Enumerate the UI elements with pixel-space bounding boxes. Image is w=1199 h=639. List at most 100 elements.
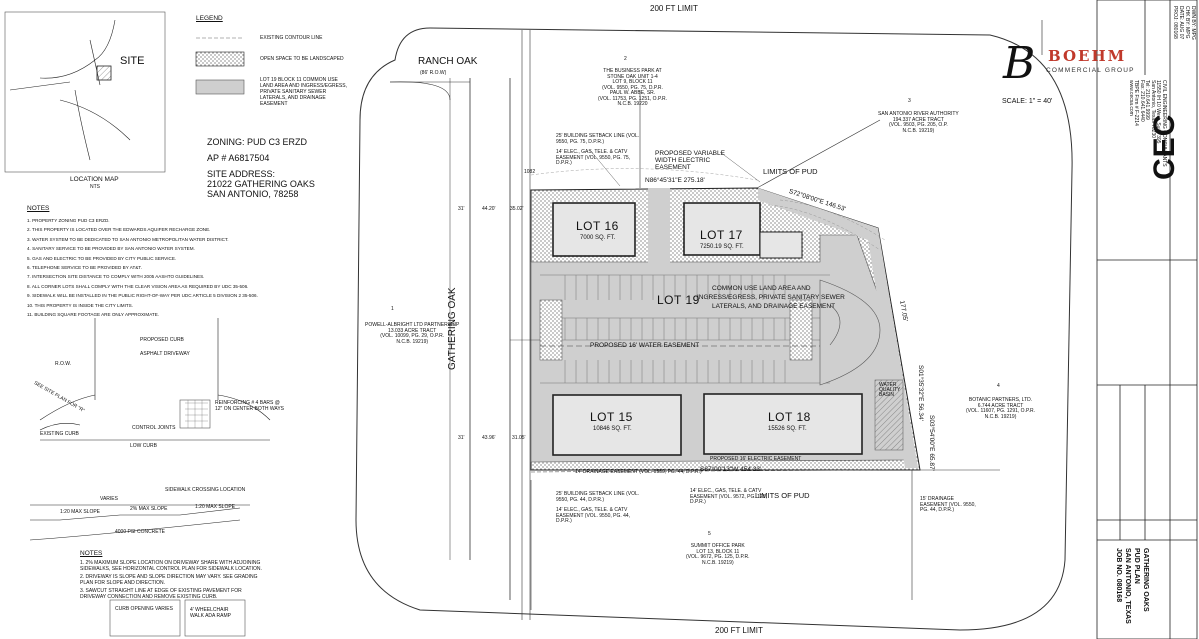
detail-asphalt: ASPHALT DRIVEWAY <box>140 351 190 357</box>
lot15-sf: 10846 SQ. FT. <box>593 426 632 432</box>
note-item: 5. GAS AND ELECTRIC TO BE PROVIDED BY CI… <box>27 255 177 261</box>
dim-label: 31' <box>458 435 465 441</box>
notes-title: NOTES <box>27 205 50 212</box>
location-map-nts: NTS <box>90 184 100 190</box>
project-line: SAN ANTONIO, TEXAS <box>1124 548 1131 624</box>
detail-row: R.O.W. <box>55 361 72 367</box>
detail-curb-opening: CURB OPENING VARIES <box>115 606 173 612</box>
dim-label: 1082 <box>524 169 536 175</box>
boehm-logo-mark: B <box>1003 38 1036 89</box>
lot17-label: LOT 17 <box>700 228 743 242</box>
note-item: 8. ALL CORNER LOTS SHALL COMPLY WITH THE… <box>27 283 249 289</box>
neighbor-line: (VOL. 10099, PG. 29, O.P.R. <box>380 333 445 339</box>
limit-bottom: 200 FT LIMIT <box>715 626 763 635</box>
note-item: 6. TELEPHONE SERVICE TO BE PROVIDED BY A… <box>27 265 142 271</box>
limit-top: 200 FT LIMIT <box>650 4 698 13</box>
dim-label: 44.20' <box>482 206 496 212</box>
neighbor-3: SAN ANTONIO RIVER AUTHORITY 194.337 ACRE… <box>878 111 959 134</box>
neighbor-2: THE BUSINESS PARK AT STONE OAK UNIT 1-4 … <box>598 68 668 108</box>
detail-reinforcing: REINFORCING # 4 BARS @ 12" ON CENTER BOT… <box>215 400 285 412</box>
bearing-east2: S03°54'00"E 65.87' <box>928 415 935 471</box>
neighbor-line: (VOL. 11753, PG. 1251, O.P.R. <box>598 95 668 102</box>
neighbor-line: 194.337 ACRE TRACT <box>892 116 944 123</box>
site-address-label: SITE ADDRESS: <box>207 169 276 179</box>
legend-item-landscape: OPEN SPACE TO BE LANDSCAPED <box>260 56 344 62</box>
limits-pud-right: LIMITS OF PUD <box>763 167 818 176</box>
neighbor-line: (VOL. 9503, PG. 205, O.P. <box>888 122 948 128</box>
neighbor-line: (VOL. 9550, PG. 75, D.P.R. <box>602 84 663 91</box>
bearing-south: S87°00'13"W 454.33' <box>700 466 762 473</box>
neighbor-4-num: 4 <box>997 383 1000 389</box>
project-line: GATHERING OAKS <box>1142 548 1149 612</box>
neighbor-line: 6.744 ACRE TRACT <box>977 402 1024 409</box>
firm-line: Fax: 210.641.6440 <box>1139 80 1145 122</box>
water-easement: PROPOSED 16' WATER EASEMENT <box>590 342 700 349</box>
dim-label: 35.02' <box>510 206 524 212</box>
neighbor-line: N.C.B. 19219) <box>701 559 734 566</box>
gas-easement-top: 14' ELEC., GAS, TELE. & CATV EASEMENT (V… <box>556 149 631 166</box>
zoning-label: ZONING: PUD C3 ERZD <box>207 137 308 147</box>
scale-label: SCALE: 1" = 40' <box>1002 98 1053 105</box>
detail-existing-curb: EXISTING CURB <box>40 431 79 437</box>
dim-label: 31.05' <box>512 435 526 441</box>
detail-concrete: 4000 PSI CONCRETE <box>115 529 166 535</box>
lot16-building <box>552 202 636 257</box>
note-item: 3. WATER SYSTEM TO BE DEDICATED TO SAN A… <box>27 236 229 242</box>
lot19-desc3: LATERALS, AND DRAINAGE EASEMENT <box>712 303 836 310</box>
notes2-item: 3. SAWCUT STRAIGHT LINE AT EDGE OF EXIST… <box>80 588 242 600</box>
neighbor-line: SAN ANTONIO RIVER AUTHORITY <box>878 111 959 117</box>
legend-title: LEGEND <box>196 15 223 22</box>
note-item: 4. SANITARY SERVICE TO BE PROVIDED BY SA… <box>27 246 195 252</box>
lot18-sf: 15526 SQ. FT. <box>768 426 807 432</box>
project-line: PUD PLAN <box>1133 548 1140 584</box>
detail-ramp: 4' WHEELCHAIR WALK ADA RAMP <box>190 607 231 619</box>
detail-control-joints: CONTROL JOINTS <box>132 425 176 431</box>
neighbor-line: THE BUSINESS PARK AT <box>603 68 662 74</box>
boehm-logo-sub: COMMERCIAL GROUP <box>1046 67 1135 74</box>
neighbor-1-num: 1 <box>391 306 394 312</box>
lot15-building <box>552 394 682 456</box>
bearing-east1: S01°35'32"E 56.34' <box>917 365 924 421</box>
lot15-label: LOT 15 <box>590 410 633 424</box>
detail-slope-b: 2% MAX SLOPE <box>130 506 168 512</box>
neighbor-line: LOT 13, BLOCK 11 <box>696 548 740 555</box>
legend-item-contour: EXISTING CONTOUR LINE <box>260 35 323 41</box>
detail-slope-a: 1:20 MAX SLOPE <box>60 509 101 515</box>
firm-line: CIVIL ENGINEERING CONSULTANTS <box>1161 80 1167 167</box>
meta-line: CHK BY: MPG <box>1184 6 1190 39</box>
project-title: GATHERING OAKS PUD PLAN SAN ANTONIO, TEX… <box>1114 548 1150 624</box>
gas-easement-bottom: 14' ELEC., GAS, TELE. & CATV EASEMENT (V… <box>556 507 631 524</box>
neighbor-line: LOT 9, BLOCK 11 <box>612 79 653 85</box>
drainage-bottom: 14' DRAINAGE EASEMENT (VOL. 9550, PG. 44… <box>575 469 702 475</box>
meta-line: PROJ: 080168 <box>1172 6 1178 39</box>
site-address-line2: SAN ANTONIO, 78258 <box>207 189 299 199</box>
legend-item-lot19: LOT 19 BLOCK 11 COMMON USE LAND AREA AND… <box>260 77 347 107</box>
site-address-line1: 21022 GATHERING OAKS <box>207 179 315 189</box>
limit-boundary <box>355 27 1073 631</box>
note-item: 9. SIDEWALK WILL BE INSTALLED IN THE PUB… <box>27 293 258 299</box>
lot17-sf: 7250.19 SQ. FT. <box>700 244 744 250</box>
detail-low-curb: LOW CURB <box>130 443 157 449</box>
neighbor-line: (VOL. 11607, PG. 1291, O.P.R. <box>966 408 1036 414</box>
neighbor-line: STONE OAK UNIT 1-4 <box>607 73 658 80</box>
meta-line: DATE: AUG 07 <box>1178 6 1184 40</box>
neighbor-line: N.C.B. 19219) <box>396 338 429 345</box>
neighbor-5: SUMMIT OFFICE PARK LOT 13, BLOCK 11 (VOL… <box>686 543 750 566</box>
sheet-meta: DWN BY: MPG CHK BY: MPG DATE: AUG 07 PRO… <box>1172 6 1196 40</box>
lot19-desc2: INGRESS/EGRESS, PRIVATE SANITARY SEWER <box>697 294 845 301</box>
firm-info: CIVIL ENGINEERING CONSULTANTS 11550 IH 1… <box>1128 80 1167 167</box>
dim-label: 43.96' <box>482 435 496 441</box>
neighbor-line: POWELL-ALBRIGHT LTD PARTNERSHIP <box>365 322 460 328</box>
gas-easement-bottom2: 14' ELEC., GAS, TELE. & CATV EASEMENT (V… <box>690 488 767 505</box>
neighbor-line: PAUL W. ABBE, SR. <box>609 90 656 96</box>
note-item: 7. INTERSECTION SITE DISTANCE TO COMPLY … <box>27 274 205 280</box>
water-quality-basin: WATER QUALITY BASIN <box>879 382 901 398</box>
drainage-right: 15' DRAINAGE EASEMENT (VOL. 9550, PG. 44… <box>920 496 976 513</box>
bldg-setback-top: 25' BUILDING SETBACK LINE (VOL. 9550, PG… <box>556 133 640 145</box>
limits-pud-bottom: LIMITS OF PUD <box>755 491 810 500</box>
dim-label: 31' <box>458 206 465 212</box>
neighbor-line: N.C.B. 19219) <box>902 127 935 134</box>
notes2-item: 2. DRIVEWAY IS SLOPE AND SLOPE DIRECTION… <box>80 574 258 586</box>
note-item: 1. PROPERTY ZONING PUD C3 ERZD. <box>27 218 110 223</box>
